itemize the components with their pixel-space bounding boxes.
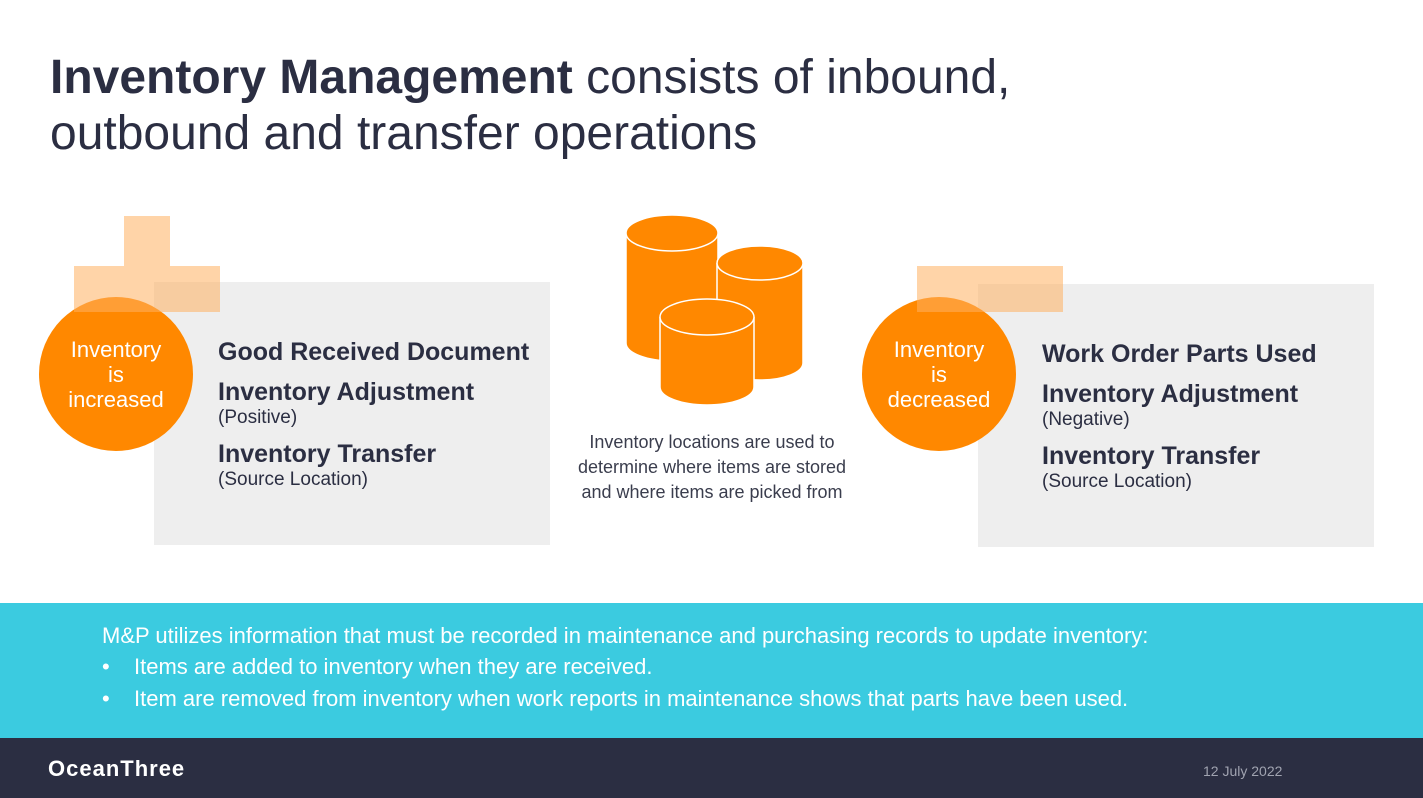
circle-text: increased [68, 386, 164, 412]
list-item-sub: (Negative) [1042, 409, 1130, 430]
circle-text: Inventory [70, 336, 162, 362]
title-line2: outbound and transfer operations [50, 107, 758, 160]
outbound-panel [978, 284, 1374, 547]
band-intro: M&P utilizes information that must be re… [102, 623, 1149, 648]
circle-text: Inventory [893, 336, 985, 362]
list-item: Inventory Adjustment [218, 378, 475, 406]
list-item-sub: (Positive) [218, 407, 298, 428]
list-item: Inventory Adjustment [1042, 380, 1299, 408]
inbound-list: Good Received Document Inventory Adjustm… [218, 327, 529, 491]
inbound-panel [154, 282, 550, 545]
minus-icon [917, 266, 1063, 312]
database-cylinders-icon [625, 214, 804, 406]
increased-circle: Inventory is increased [39, 297, 193, 451]
title-bold: Inventory Management [50, 51, 573, 104]
bullet-item: •Items are added to inventory when they … [102, 654, 653, 679]
list-item: Inventory Transfer [1042, 442, 1261, 470]
circle-text: is [108, 361, 124, 387]
bullet-text: Item are removed from inventory when wor… [134, 686, 1129, 711]
bullet-item: •Item are removed from inventory when wo… [102, 686, 1129, 711]
plus-icon-right [170, 266, 220, 312]
oceanthree-logo: OceanThree [48, 756, 186, 781]
decreased-circle: Inventory is decreased [862, 297, 1016, 451]
list-item-sub: (Source Location) [1042, 471, 1192, 492]
page-title: Inventory Management consists of inbound… [50, 50, 1010, 162]
info-band: M&P utilizes information that must be re… [0, 603, 1423, 738]
circle-text: decreased [887, 386, 991, 412]
outbound-list: Work Order Parts Used Inventory Adjustme… [1042, 329, 1317, 493]
circle-text: is [931, 361, 947, 387]
footer-date: 12 July 2022 [1203, 763, 1283, 779]
footer: OceanThree 12 July 2022 [0, 738, 1423, 798]
list-item: Inventory Transfer [218, 440, 437, 468]
list-item-sub: (Source Location) [218, 469, 368, 490]
plus-icon-left [74, 266, 124, 312]
list-item: Good Received Document [218, 338, 530, 366]
bullet-text: Items are added to inventory when they a… [134, 654, 653, 679]
list-item: Work Order Parts Used [1042, 340, 1317, 368]
locations-caption: Inventory locations are used to determin… [577, 432, 847, 502]
title-rest: consists of inbound, [572, 51, 1011, 104]
plus-icon [124, 216, 170, 312]
